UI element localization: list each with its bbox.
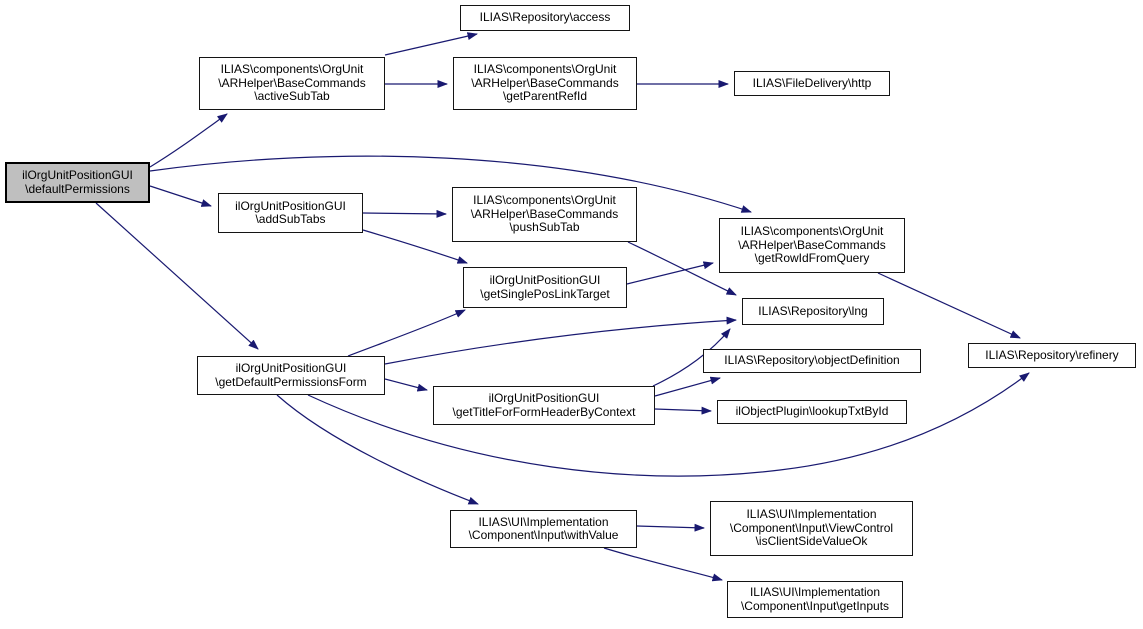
node-getParentRefId[interactable]: ILIAS\components\OrgUnit \ARHelper\BaseC…: [453, 57, 637, 110]
node-label-pushSubTab: ILIAS\components\OrgUnit \ARHelper\BaseC…: [470, 193, 619, 235]
edge-addSubTabs-to-pushSubTab: [362, 209, 447, 218]
node-label-withValue: ILIAS\UI\Implementation \Component\Input…: [468, 514, 619, 542]
node-label-getDefaultPermissionsForm: ilOrgUnitPositionGUI \getDefaultPermissi…: [215, 361, 367, 389]
node-withValue[interactable]: ILIAS\UI\Implementation \Component\Input…: [450, 510, 637, 548]
node-http[interactable]: ILIAS\FileDelivery\http: [734, 71, 890, 96]
node-label-http: ILIAS\FileDelivery\http: [752, 75, 872, 90]
node-defaultPermissions[interactable]: ilOrgUnitPositionGUI \defaultPermissions: [5, 162, 150, 203]
node-refinery[interactable]: ILIAS\Repository\refinery: [968, 343, 1136, 368]
edge-getDefaultPermissionsForm-to-getTitleForFormHeaderByContext: [384, 378, 428, 392]
node-label-lookupTxtById: ilObjectPlugin\lookupTxtById: [735, 404, 889, 419]
node-activeSubTab[interactable]: ILIAS\components\OrgUnit \ARHelper\BaseC…: [199, 57, 385, 110]
node-access[interactable]: ILIAS\Repository\access: [460, 5, 630, 31]
node-label-getInputs: ILIAS\UI\Implementation \Component\Input…: [740, 585, 890, 613]
edge-getDefaultPermissionsForm-to-getSinglePosLinkTarget: [347, 309, 466, 357]
edge-getDefaultPermissionsForm-to-refinery: [307, 372, 1030, 477]
edge-getRowIdFromQuery-to-refinery: [877, 272, 1021, 339]
edge-getSinglePosLinkTarget-to-getRowIdFromQuery: [626, 261, 714, 285]
edge-getTitleForFormHeaderByContext-to-lookupTxtById: [654, 406, 712, 415]
node-label-getSinglePosLinkTarget: ilOrgUnitPositionGUI \getSinglePosLinkTa…: [480, 273, 610, 301]
node-label-activeSubTab: ILIAS\components\OrgUnit \ARHelper\BaseC…: [218, 62, 366, 104]
edge-getDefaultPermissionsForm-to-lng: [384, 316, 737, 365]
edge-defaultPermissions-to-addSubTabs: [149, 185, 212, 207]
node-objectDefinition[interactable]: ILIAS\Repository\objectDefinition: [703, 349, 921, 373]
edge-defaultPermissions-to-activeSubTab: [149, 113, 228, 168]
node-getDefaultPermissionsForm[interactable]: ilOrgUnitPositionGUI \getDefaultPermissi…: [197, 356, 385, 395]
node-label-refinery: ILIAS\Repository\refinery: [985, 347, 1119, 362]
node-getRowIdFromQuery[interactable]: ILIAS\components\OrgUnit \ARHelper\BaseC…: [719, 218, 905, 273]
node-label-lng: ILIAS\Repository\lng: [758, 303, 868, 318]
edge-withValue-to-getInputs: [603, 547, 723, 582]
edge-withValue-to-isClientSideValueOk: [636, 523, 705, 532]
node-addSubTabs[interactable]: ilOrgUnitPositionGUI \addSubTabs: [218, 193, 363, 233]
edge-activeSubTab-to-access: [384, 32, 478, 56]
node-getSinglePosLinkTarget[interactable]: ilOrgUnitPositionGUI \getSinglePosLinkTa…: [463, 267, 627, 308]
node-label-defaultPermissions: ilOrgUnitPositionGUI \defaultPermissions: [22, 168, 133, 196]
node-label-getParentRefId: ILIAS\components\OrgUnit \ARHelper\BaseC…: [471, 62, 619, 104]
node-lookupTxtById[interactable]: ilObjectPlugin\lookupTxtById: [717, 400, 907, 424]
node-label-isClientSideValueOk: ILIAS\UI\Implementation \Component\Input…: [729, 507, 894, 549]
node-label-addSubTabs: ilOrgUnitPositionGUI \addSubTabs: [235, 198, 346, 226]
node-label-getRowIdFromQuery: ILIAS\components\OrgUnit \ARHelper\BaseC…: [738, 224, 886, 266]
node-pushSubTab[interactable]: ILIAS\components\OrgUnit \ARHelper\BaseC…: [452, 187, 637, 242]
node-label-access: ILIAS\Repository\access: [479, 10, 611, 25]
node-getTitleForFormHeaderByContext[interactable]: ilOrgUnitPositionGUI \getTitleForFormHea…: [433, 386, 655, 425]
node-getInputs[interactable]: ILIAS\UI\Implementation \Component\Input…: [727, 581, 903, 618]
edge-getTitleForFormHeaderByContext-to-objectDefinition: [654, 376, 721, 397]
node-label-getTitleForFormHeaderByContext: ilOrgUnitPositionGUI \getTitleForFormHea…: [452, 391, 636, 419]
node-lng[interactable]: ILIAS\Repository\lng: [742, 298, 884, 325]
node-isClientSideValueOk[interactable]: ILIAS\UI\Implementation \Component\Input…: [710, 501, 913, 556]
node-label-objectDefinition: ILIAS\Repository\objectDefinition: [724, 353, 900, 368]
